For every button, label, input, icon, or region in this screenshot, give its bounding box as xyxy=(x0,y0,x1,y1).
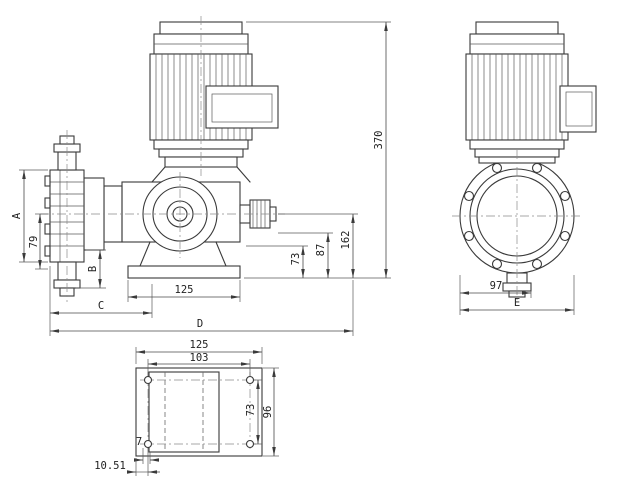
dim-label-10-51: 10.51 xyxy=(94,460,126,472)
dim-E: E xyxy=(460,275,575,315)
dim-96: 96 xyxy=(262,367,279,457)
dim-label-73-base: 73 xyxy=(245,404,257,417)
head-bolt xyxy=(44,175,51,187)
dim-label-a: A xyxy=(11,212,23,219)
pump-stand xyxy=(127,241,241,279)
dim-label-87: 87 xyxy=(315,244,327,257)
head-bolt xyxy=(44,245,51,257)
dim-label-73-side: 73 xyxy=(290,253,302,266)
dim-label-125-base: 125 xyxy=(190,339,209,351)
dim-D: D xyxy=(50,280,354,336)
dim-label-96: 96 xyxy=(262,406,274,419)
dim-label-162: 162 xyxy=(340,231,352,250)
terminal-box-lid xyxy=(211,93,273,123)
terminal-box-front xyxy=(559,85,597,133)
bell-line-left xyxy=(151,166,166,183)
hole-centerlines xyxy=(140,372,258,452)
head-bolt xyxy=(44,223,51,235)
side-view: 370 162 87 73 A 79 xyxy=(11,16,391,336)
motor-cap-top-front xyxy=(475,21,559,35)
dim-162: 162 xyxy=(278,213,358,278)
dim-79: 79 xyxy=(28,213,48,270)
terminal-box-lid-front xyxy=(565,91,593,127)
front-view: 97 E xyxy=(452,21,597,315)
centerlines-front xyxy=(452,150,582,303)
dim-125-base: 125 xyxy=(135,339,263,364)
head-bolt xyxy=(44,197,51,209)
dim-label-370: 370 xyxy=(373,131,385,150)
pump-head xyxy=(44,135,123,297)
dim-7: 7 xyxy=(134,436,159,464)
dim-label-d: D xyxy=(197,318,203,330)
mounting-holes xyxy=(143,375,255,449)
motor-fins-front xyxy=(471,54,563,140)
dim-73-side: 73 xyxy=(246,245,308,278)
dim-370: 370 xyxy=(244,21,391,279)
mounting-plate xyxy=(135,367,263,457)
dim-125-side: 125 xyxy=(127,280,241,302)
dim-B: B xyxy=(76,249,106,289)
dim-label-7: 7 xyxy=(136,436,142,448)
motor-side xyxy=(149,21,279,168)
dim-label-e: E xyxy=(514,297,520,309)
centerlines-side xyxy=(40,16,285,302)
dim-10-51: 10.51 xyxy=(94,448,160,476)
bolt-holes xyxy=(463,162,571,270)
dim-label-79: 79 xyxy=(28,236,40,249)
dim-label-103: 103 xyxy=(190,352,209,364)
dim-73-base: 73 xyxy=(245,379,262,445)
dim-label-125-side: 125 xyxy=(175,284,194,296)
motor-fin-body-front xyxy=(465,53,569,141)
motor-band-1-front xyxy=(469,139,565,150)
bell-line-right xyxy=(236,166,251,183)
dim-103: 103 xyxy=(147,352,251,376)
pump-footprint xyxy=(148,371,220,453)
dim-label-c: C xyxy=(98,300,104,312)
dim-label-b: B xyxy=(87,266,99,272)
dim-A: A xyxy=(11,169,48,263)
base-plate-side xyxy=(127,265,241,279)
motor-front xyxy=(465,21,597,164)
base-plate-view: 125 103 73 96 7 xyxy=(94,339,279,476)
dim-C: C xyxy=(49,266,153,336)
dim-label-97: 97 xyxy=(490,280,503,292)
terminal-box-side xyxy=(205,85,279,129)
dim-87: 87 xyxy=(278,232,333,278)
